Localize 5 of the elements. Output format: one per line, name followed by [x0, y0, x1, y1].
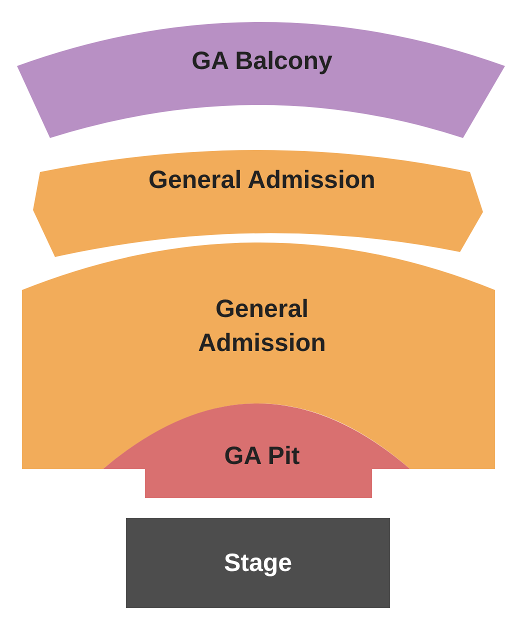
section-label: Stage	[222, 548, 294, 579]
section-label: General Admission	[148, 165, 376, 196]
section-label: GA Balcony	[190, 46, 334, 77]
section-label: GA Pit	[223, 441, 301, 472]
section-label: General Admission	[197, 294, 327, 359]
